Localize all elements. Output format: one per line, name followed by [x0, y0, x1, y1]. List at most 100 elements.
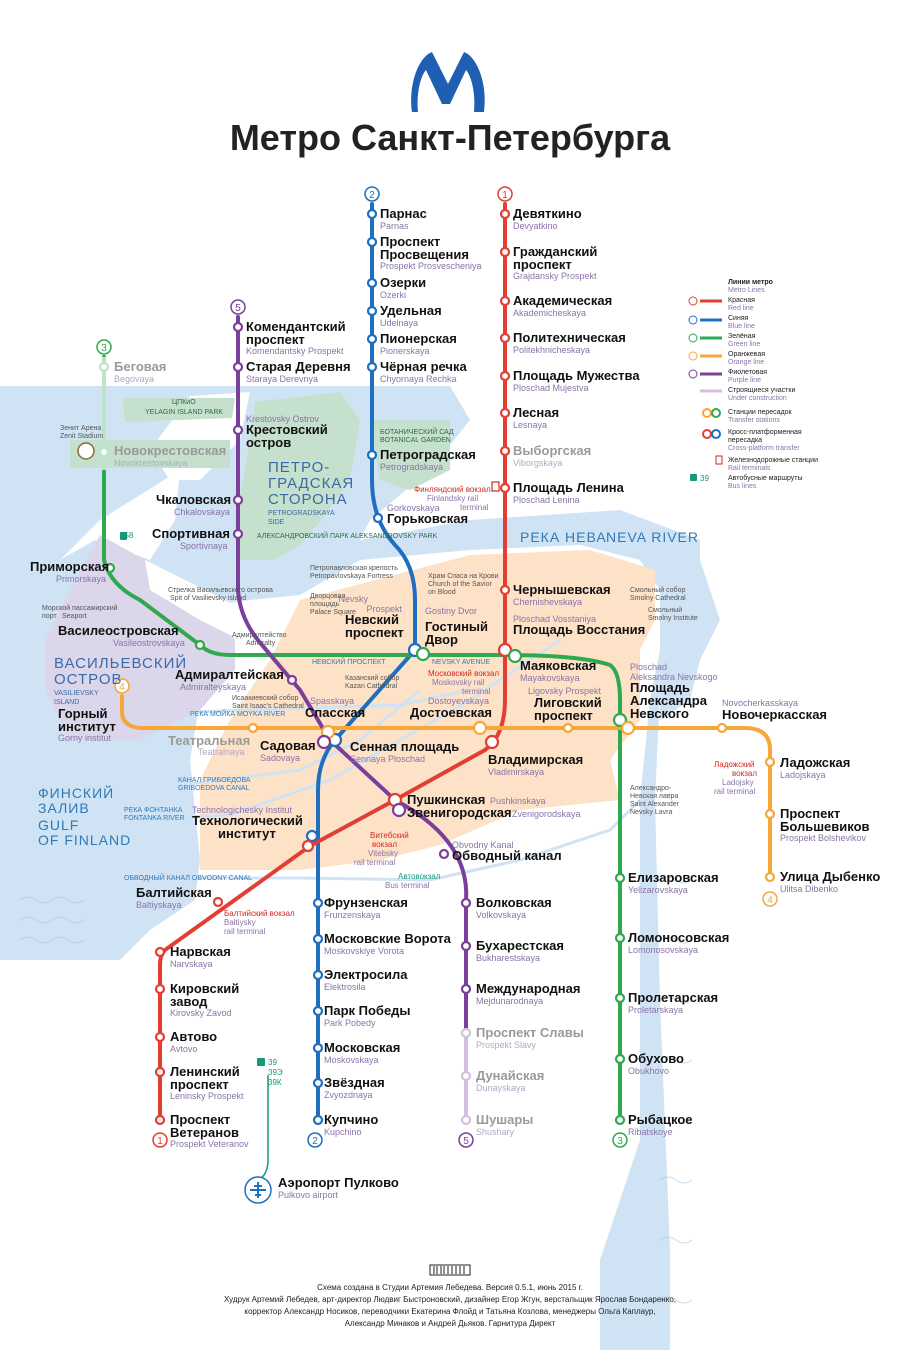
- moyka-label: РЕКА МОЙКА MOYKA RIVER: [190, 709, 285, 718]
- station-kupchino[interactable]: Купчино: [324, 1112, 378, 1127]
- station-obukhovo[interactable]: Обухово: [628, 1051, 684, 1066]
- station-dunayskaya[interactable]: Дунайская: [476, 1068, 544, 1083]
- station-dibenko[interactable]: Улица Дыбенко: [780, 869, 880, 884]
- station-avtovo[interactable]: Автово: [170, 1029, 217, 1044]
- station-tech-inst[interactable]: Технологический: [192, 813, 303, 828]
- line-badge-3-top-num: 3: [101, 343, 107, 354]
- station-elektrosila[interactable]: Электросила: [324, 967, 408, 982]
- station-dostoyevskaya[interactable]: Достоевская: [410, 705, 492, 720]
- station-admiralteyskaya[interactable]: Адмиралтейская: [175, 667, 284, 682]
- station-staraya[interactable]: Старая Деревня: [246, 359, 351, 374]
- station-akademicheskaya[interactable]: Академическая: [513, 293, 612, 308]
- station-mujestva[interactable]: Площадь Мужества: [513, 368, 640, 383]
- station-grajdansky[interactable]: Гражданский: [513, 244, 597, 259]
- station-marker: [614, 872, 626, 884]
- station-chyornaya[interactable]: Чёрная речка: [380, 359, 467, 374]
- station-novokrestovskaya-en: Novokrestovskaya: [114, 458, 188, 468]
- station-bolshevikov[interactable]: Проспект: [780, 806, 840, 821]
- station-baltiyskaya[interactable]: Балтийская: [136, 885, 212, 900]
- station-ladojskaya[interactable]: Ладожская: [780, 755, 850, 770]
- station-frunzenskaya[interactable]: Фрунзенская: [324, 895, 408, 910]
- vasilievsky-island: [45, 535, 235, 740]
- station-krestovsky[interactable]: Крестовский: [246, 422, 328, 437]
- station-viborgskaya[interactable]: Выборгская: [513, 443, 591, 458]
- station-vladimirskaya[interactable]: Владимирская: [488, 752, 583, 767]
- station-bukharestskaya[interactable]: Бухарестская: [476, 938, 564, 953]
- station-chkalovskaya[interactable]: Чкаловская: [156, 492, 231, 507]
- station-parnas-en: Parnas: [380, 221, 409, 231]
- station-lenina[interactable]: Площадь Ленина: [513, 480, 625, 495]
- station-begovaya[interactable]: Беговая: [114, 359, 166, 374]
- station-ozerki[interactable]: Озерки: [380, 275, 426, 290]
- station-prosvescheniya-en: Prospekt Prosvescheniya: [380, 261, 482, 271]
- station-dibenko-en: Ulitsa Dibenko: [780, 884, 838, 894]
- station-mayakovskaya[interactable]: Маяковская: [520, 658, 596, 673]
- station-marker: [312, 897, 324, 909]
- station-leninsky[interactable]: Ленинский: [170, 1064, 240, 1079]
- station-marker: [312, 1114, 324, 1126]
- station-nevsky-en-2: Prospekt: [366, 604, 402, 614]
- station-chernishevskaya[interactable]: Чернышевская: [513, 582, 611, 597]
- station-park-pobedy[interactable]: Парк Победы: [324, 1003, 411, 1018]
- station-zvenigorodskaya[interactable]: Звенигородская: [407, 805, 512, 820]
- gulf-label-1: ФИНСКИЙ: [38, 784, 114, 801]
- yelagin-label-en: YELAGIN ISLAND PARK: [145, 409, 223, 416]
- station-politekhnicheskaya[interactable]: Политехническая: [513, 330, 626, 345]
- station-petrogradskaya[interactable]: Петроградская: [380, 447, 476, 462]
- station-gorkovskaya[interactable]: Горьковская: [387, 511, 468, 526]
- station-devyatkino[interactable]: Девяткино: [513, 206, 582, 221]
- station-lesnaya-en: Lesnaya: [513, 420, 547, 430]
- station-volkovskaya[interactable]: Волковская: [476, 895, 552, 910]
- station-nevsky[interactable]: Невский: [345, 612, 399, 627]
- station-spasskaya[interactable]: Спасская: [305, 705, 365, 720]
- station-narvskaya[interactable]: Нарвская: [170, 944, 231, 959]
- station-vasileostrovskaya[interactable]: Василеостровская: [58, 623, 179, 638]
- station-moskovskaya[interactable]: Московская: [324, 1040, 400, 1055]
- station-sadovaya[interactable]: Садовая: [260, 738, 316, 753]
- station-ligovsky-en: Ligovsky Prospekt: [528, 686, 602, 696]
- station-marker: [232, 528, 244, 540]
- transfer-dostoyevskaya: [472, 720, 488, 736]
- station-primorskaya[interactable]: Приморская: [30, 559, 109, 574]
- station-gostiny[interactable]: Гостиный: [425, 619, 488, 634]
- station-veteranov[interactable]: Проспект: [170, 1112, 230, 1127]
- station-zvyozdnaya[interactable]: Звёздная: [324, 1075, 385, 1090]
- station-lesnaya[interactable]: Лесная: [513, 405, 559, 420]
- station-lomonosovskaya[interactable]: Ломоносовская: [628, 930, 729, 945]
- station-shushary[interactable]: Шушары: [476, 1112, 533, 1127]
- station-ribatskoye[interactable]: Рыбацкое: [628, 1112, 693, 1127]
- station-gostiny-en: Gostiny Dvor: [425, 606, 477, 616]
- station-komendantsky[interactable]: Комендантский: [246, 319, 346, 334]
- station-teatralnaya[interactable]: Театральная: [168, 733, 250, 748]
- station-prosvescheniya[interactable]: Проспект: [380, 234, 440, 249]
- station-sportivnaya[interactable]: Спортивная: [152, 526, 230, 541]
- station-parnas[interactable]: Парнас: [380, 206, 427, 221]
- line-badges: 2 1 5 3 4 4 1 2 5 3: [96, 186, 778, 1148]
- station-moskovskiye-vorota[interactable]: Московские Ворота: [324, 931, 452, 946]
- station-novocherkasskaya[interactable]: Новочеркасская: [722, 707, 827, 722]
- station-udelnaya[interactable]: Удельная: [380, 303, 442, 318]
- neva-river: [150, 386, 700, 1350]
- station-mejdunarodnaya[interactable]: Международная: [476, 981, 580, 996]
- station-proletarskaya[interactable]: Пролетарская: [628, 990, 718, 1005]
- station-gorny[interactable]: Горный: [58, 706, 108, 721]
- line-badge-4-right-num: 4: [767, 895, 773, 906]
- station-pushkinskaya[interactable]: Пушкинская: [407, 792, 485, 807]
- station-obvodny[interactable]: Обводный канал: [452, 848, 562, 863]
- station-marker: [366, 361, 378, 373]
- station-marker: [614, 932, 626, 944]
- line-badge-2-bottom-num: 2: [312, 1136, 318, 1147]
- station-ligovsky-2: проспект: [534, 708, 593, 723]
- baltiysky-label-en-2: rail terminal: [224, 927, 266, 936]
- station-kirovsky[interactable]: Кировский: [170, 981, 239, 996]
- station-sennaya[interactable]: Сенная площадь: [350, 739, 459, 754]
- station-pionerskaya[interactable]: Пионерская: [380, 331, 457, 346]
- station-novokrestovskaya[interactable]: Новокрестовская: [114, 443, 226, 458]
- station-ligovsky[interactable]: Лиговский: [534, 695, 602, 710]
- station-pl-al-nevskogo[interactable]: Площадь: [630, 680, 690, 695]
- station-prospekt-slavy[interactable]: Проспект Славы: [476, 1025, 584, 1040]
- station-marker: [312, 1005, 324, 1017]
- station-vosstaniya[interactable]: Площадь Восстания: [513, 622, 645, 637]
- station-yelizarovskaya[interactable]: Елизаровская: [628, 870, 719, 885]
- airport-name[interactable]: Аэропорт Пулково: [278, 1175, 399, 1190]
